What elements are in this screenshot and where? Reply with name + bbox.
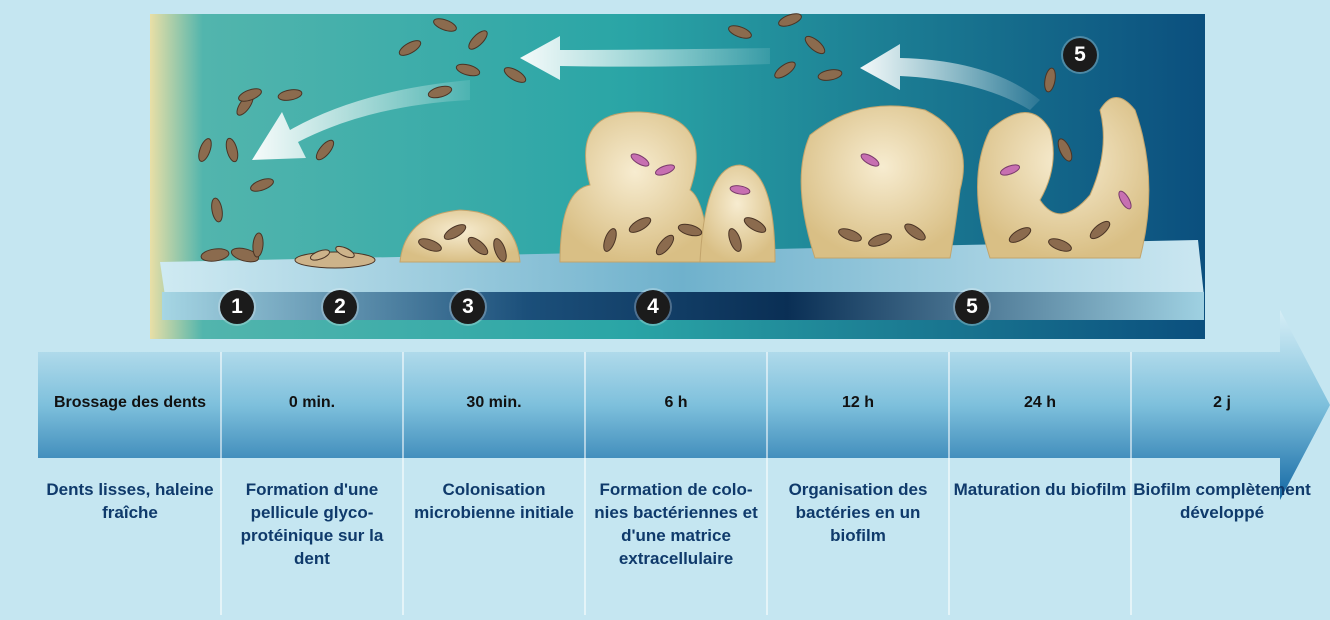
description-stage4: Organisation des bactéries en un biofilm	[767, 478, 949, 547]
time-label-brushing: Brossage des dents	[39, 358, 221, 448]
time-label-12h: 12 h	[767, 358, 949, 448]
description-stage1: Formation d'une pellicule glyco-protéini…	[221, 478, 403, 570]
description-stage2: Colonisation microbienne initiale	[403, 478, 585, 524]
time-label-6h: 6 h	[585, 358, 767, 448]
description-stage3: Formation de colo-nies bactériennes et d…	[585, 478, 767, 570]
time-label-24h: 24 h	[949, 358, 1131, 448]
description-stage5: Maturation du biofilm	[949, 478, 1131, 501]
time-label-0min: 0 min.	[221, 358, 403, 448]
time-label-30min: 30 min.	[403, 358, 585, 448]
description-stage6: Biofilm complètement développé	[1131, 478, 1313, 524]
description-stage0: Dents lisses, haleine fraîche	[39, 478, 221, 524]
time-label-2j: 2 j	[1131, 358, 1313, 448]
